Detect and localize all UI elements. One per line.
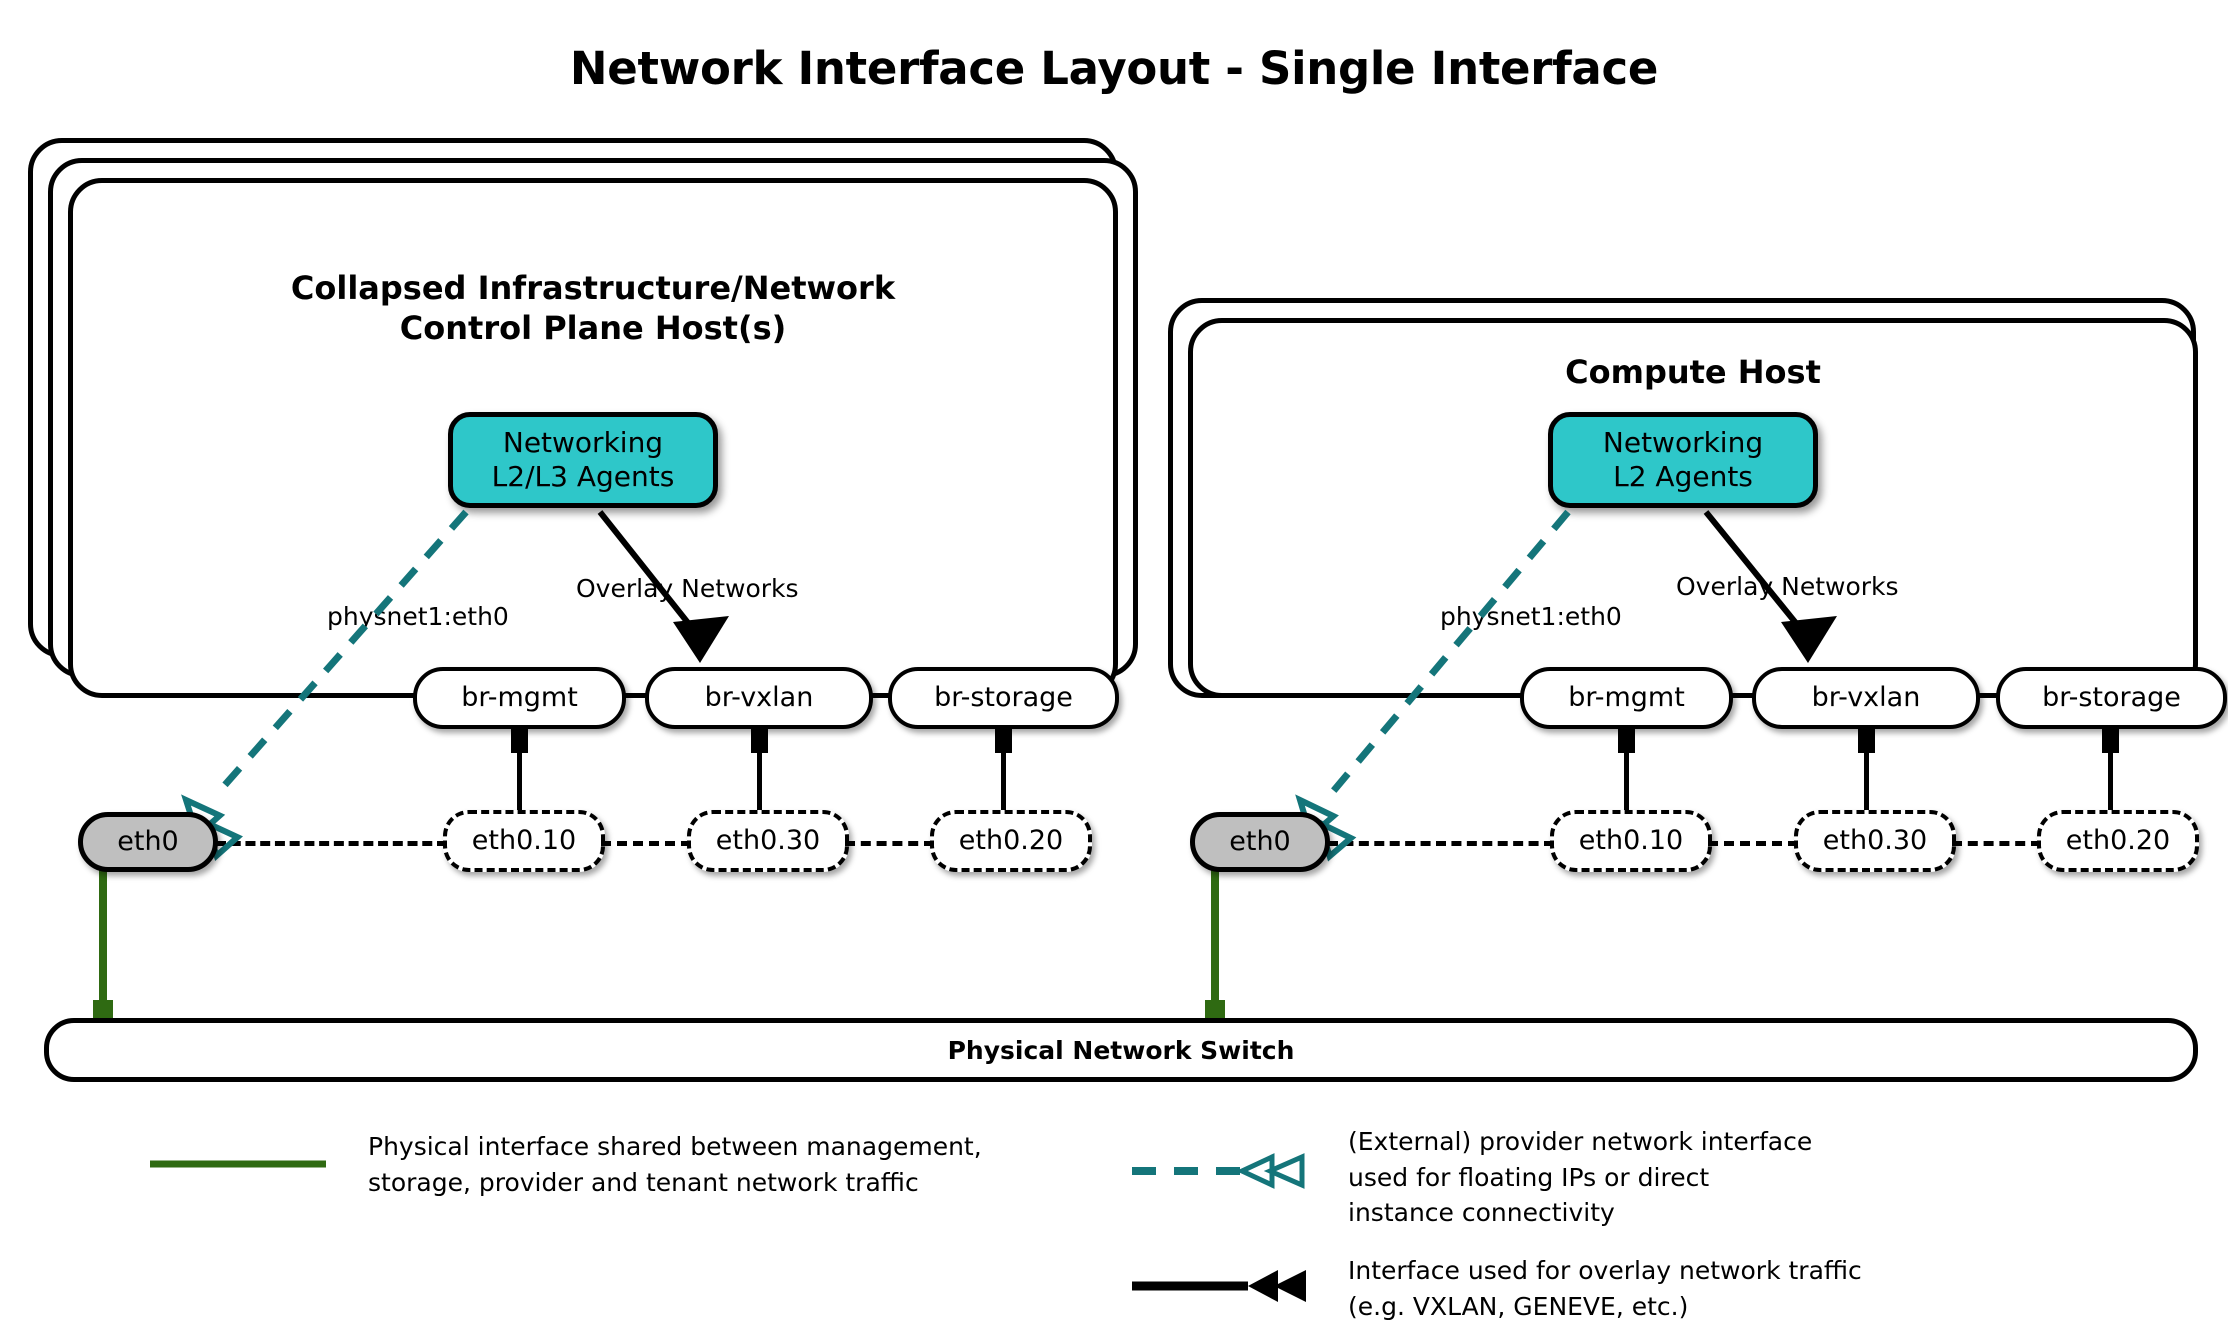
overlay-edge-label-control-plane: Overlay Networks (576, 574, 799, 603)
bridge-link-br-vxlan-compute (1864, 750, 1869, 818)
bridge-br-storage-control-plane[interactable]: br-storage (888, 667, 1119, 729)
bridge-stub-br-mgmt-compute (1618, 727, 1635, 753)
bridge-br-mgmt-compute[interactable]: br-mgmt (1520, 667, 1733, 729)
bridge-br-mgmt-control-plane[interactable]: br-mgmt (413, 667, 626, 729)
vlan-interface-eth0-10-compute[interactable]: eth0.10 (1550, 810, 1712, 872)
trunk-link-eth0-30-to-eth0-20-control-plane (845, 841, 934, 846)
host-title-control-plane: Collapsed Infrastructure/Network Control… (290, 269, 896, 347)
legend-item-overlay: Interface used for overlay network traff… (1130, 1250, 1862, 1321)
bridge-stub-br-storage-control-plane (995, 727, 1012, 753)
vlan-interface-eth0-20-control-plane[interactable]: eth0.20 (930, 810, 1092, 872)
vlan-interface-eth0-20-compute[interactable]: eth0.20 (2037, 810, 2199, 872)
host-title-compute: Compute Host (1565, 353, 1821, 391)
trunk-link-eth0-10-to-eth0-30-control-plane (601, 841, 691, 846)
bridge-link-br-mgmt-control-plane (517, 750, 522, 818)
bridge-stub-br-mgmt-control-plane (511, 727, 528, 753)
legend-swatch-provider-arrow (1132, 1153, 1305, 1190)
legend-item-physical: Physical interface shared between manage… (148, 1128, 982, 1199)
physical-interface-eth0-compute[interactable]: eth0 (1190, 812, 1330, 872)
physical-uplink-control-plane (99, 868, 107, 1012)
bridge-link-br-vxlan-control-plane (757, 750, 762, 818)
bridge-br-vxlan-control-plane[interactable]: br-vxlan (645, 667, 873, 729)
bridge-link-br-storage-compute (2108, 750, 2113, 818)
physical-uplink-compute (1211, 868, 1219, 1012)
vlan-interface-eth0-10-control-plane[interactable]: eth0.10 (443, 810, 605, 872)
bridge-link-br-mgmt-compute (1624, 750, 1629, 818)
physical-network-switch-label: Physical Network Switch (947, 1035, 1295, 1065)
trunk-link-eth0-10-to-eth0-30-compute (1708, 841, 1798, 846)
bridge-stub-br-vxlan-control-plane (751, 727, 768, 753)
physical-network-switch[interactable]: Physical Network Switch (44, 1018, 2198, 1082)
trunk-link-eth0-to-eth0-10-control-plane (216, 841, 447, 846)
legend-text-physical: Physical interface shared between manage… (368, 1132, 982, 1197)
vlan-interface-eth0-30-control-plane[interactable]: eth0.30 (687, 810, 849, 872)
overlay-edge-label-compute: Overlay Networks (1676, 572, 1899, 601)
trunk-link-eth0-to-eth0-10-compute (1328, 841, 1554, 846)
agents-box-control-plane[interactable]: Networking L2/L3 Agents (448, 412, 718, 508)
provider-edge-label-compute: physnet1:eth0 (1440, 602, 1622, 631)
bridge-br-vxlan-compute[interactable]: br-vxlan (1752, 667, 1980, 729)
legend-swatch-overlay-arrow (1132, 1269, 1306, 1302)
agents-box-compute[interactable]: Networking L2 Agents (1548, 412, 1818, 508)
legend-text-provider: (External) provider network interface us… (1348, 1127, 1813, 1227)
trunk-link-eth0-30-to-eth0-20-compute (1952, 841, 2041, 846)
bridge-link-br-storage-control-plane (1001, 750, 1006, 818)
bridge-br-storage-compute[interactable]: br-storage (1996, 667, 2227, 729)
bridge-stub-br-storage-compute (2102, 727, 2119, 753)
vlan-interface-eth0-30-compute[interactable]: eth0.30 (1794, 810, 1956, 872)
legend-swatch-physical-line (150, 1160, 326, 1167)
legend-text-overlay: Interface used for overlay network traff… (1348, 1256, 1862, 1321)
page-title: Network Interface Layout - Single Interf… (569, 42, 1659, 95)
physical-interface-eth0-control-plane[interactable]: eth0 (78, 812, 218, 872)
bridge-stub-br-vxlan-compute (1858, 727, 1875, 753)
legend-item-provider: (External) provider network interface us… (1130, 1118, 1812, 1227)
provider-edge-label-control-plane: physnet1:eth0 (327, 602, 509, 631)
